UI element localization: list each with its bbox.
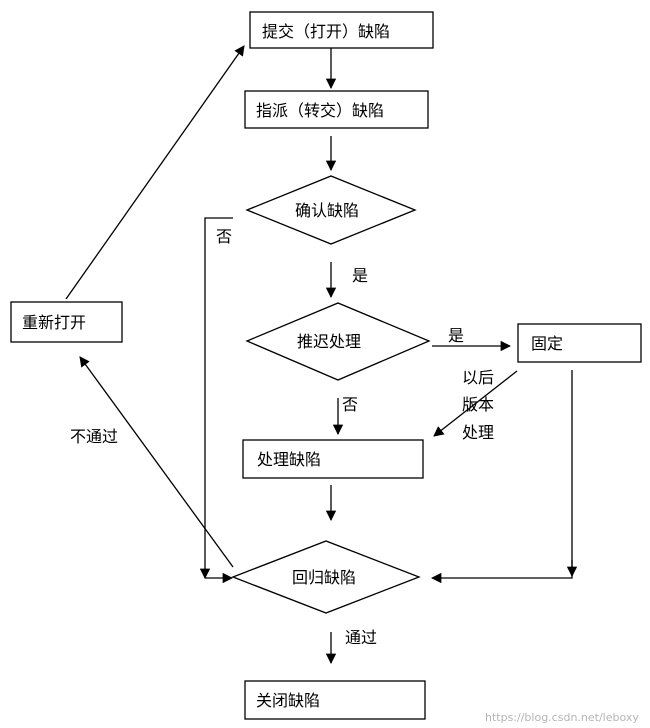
edge-regress-fail: 不通过: [70, 427, 118, 446]
edge-confirm-yes: 是: [352, 266, 368, 285]
node-fixed: 固定: [517, 323, 642, 363]
node-process: 处理缺陷: [242, 439, 424, 479]
arrow-fixed-regress: [430, 370, 573, 584]
node-submit: 提交（打开）缺陷: [249, 11, 434, 49]
node-confirm: 确认缺陷: [245, 175, 417, 245]
arrow-reopen-submit: [65, 45, 245, 300]
node-assign-label: 指派（转交）缺陷: [256, 101, 384, 120]
arrow-fixed-process: [433, 370, 518, 437]
edge-defer-yes: 是: [448, 326, 464, 345]
node-process-label: 处理缺陷: [257, 450, 321, 469]
node-reopen-label: 重新打开: [22, 313, 86, 332]
edge-later-line3: 处理: [462, 423, 494, 442]
node-close-label: 关闭缺陷: [256, 691, 320, 710]
node-submit-label: 提交（打开）缺陷: [262, 22, 390, 41]
node-fixed-label: 固定: [531, 334, 563, 353]
edge-later-line2: 版本: [462, 395, 494, 414]
edge-regress-pass: 通过: [345, 628, 377, 647]
node-confirm-label: 确认缺陷: [295, 201, 359, 220]
watermark: https://blog.csdn.net/leboxy: [485, 711, 639, 724]
edge-later-line1: 以后: [462, 368, 494, 387]
node-regress-label: 回归缺陷: [292, 568, 356, 587]
node-regress: 回归缺陷: [231, 540, 421, 614]
node-close: 关闭缺陷: [244, 680, 426, 720]
arrow-regress-reopen: [79, 356, 234, 568]
node-assign: 指派（转交）缺陷: [244, 90, 429, 129]
node-defer-label: 推迟处理: [297, 332, 361, 351]
edge-defer-no: 否: [342, 395, 358, 414]
node-reopen: 重新打开: [10, 301, 123, 343]
node-defer: 推迟处理: [245, 302, 431, 381]
arrow-confirm-no: [199, 217, 233, 580]
edge-confirm-no: 否: [216, 227, 232, 246]
